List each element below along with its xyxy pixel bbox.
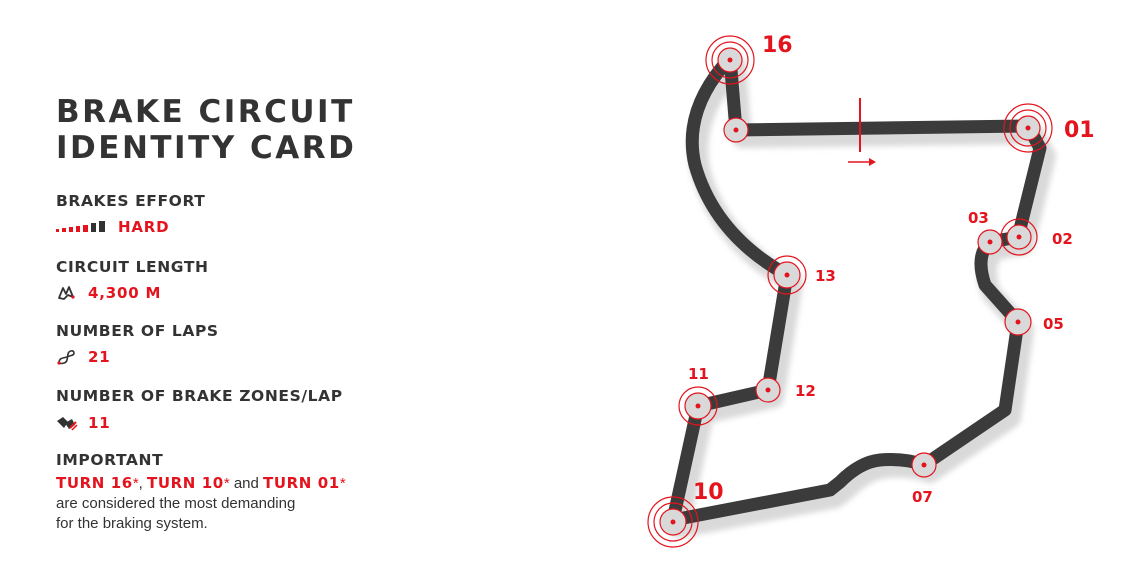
important-turn-10: TURN 10	[147, 474, 224, 492]
important-turn-16: TURN 16	[56, 474, 133, 492]
turn-marker-07	[911, 452, 937, 478]
turn-marker-03	[977, 229, 1003, 255]
laps-value: 21	[88, 348, 111, 366]
turn-marker-05	[1004, 308, 1032, 336]
turn-label-03: 03	[968, 209, 989, 227]
brake-effort-bars-icon	[56, 221, 105, 232]
brake-zones-value: 11	[88, 414, 111, 432]
important-star-3: *	[339, 475, 346, 492]
turn-label-16: 16	[762, 33, 793, 58]
track-outline	[666, 51, 1047, 527]
important-star-2: *	[223, 475, 230, 492]
turn-label-02: 02	[1052, 230, 1073, 248]
important-line-3: for the braking system.	[56, 515, 208, 532]
laps-loop-icon	[57, 350, 75, 365]
laps-label: NUMBER OF LAPS	[56, 322, 219, 340]
brakes-effort-label: BRAKES EFFORT	[56, 192, 206, 210]
brake-zones-icon	[57, 417, 78, 431]
brake-zones-label: NUMBER OF BRAKE ZONES/LAP	[56, 387, 343, 405]
important-line-1: TURN 16*, TURN 10* and TURN 01*	[56, 473, 346, 494]
turn-label-10: 10	[693, 480, 724, 505]
important-sep-2: and	[229, 475, 264, 492]
brakes-effort-value: HARD	[118, 218, 170, 236]
circuit-length-row: 4,300 M	[56, 284, 161, 302]
important-line-2: are considered the most demanding	[56, 495, 296, 512]
turn-label-12: 12	[795, 382, 816, 400]
turn-marker-02	[1000, 218, 1038, 256]
identity-card-panel: BRAKE CIRCUIT IDENTITY CARD BRAKES EFFOR…	[56, 94, 436, 532]
turn-marker-16	[705, 35, 755, 85]
turn-marker-11	[678, 386, 718, 426]
circuit-length-label: CIRCUIT LENGTH	[56, 258, 209, 276]
card-title-line-2: IDENTITY CARD	[56, 130, 357, 166]
direction-arrow-icon	[848, 158, 876, 166]
important-label: IMPORTANT	[56, 451, 164, 469]
important-star-1: *	[132, 475, 139, 492]
important-note: TURN 16*, TURN 10* and TURN 01* are cons…	[56, 473, 346, 534]
track-length-icon	[58, 286, 75, 300]
brake-zones-row: 11	[56, 414, 110, 432]
card-title-line-1: BRAKE CIRCUIT	[56, 94, 355, 130]
turn-label-05: 05	[1043, 315, 1064, 333]
turn-marker-01	[1003, 103, 1053, 153]
brakes-effort-row: HARD	[56, 218, 169, 236]
turn-label-11: 11	[688, 365, 709, 383]
important-sep-1: ,	[138, 475, 147, 492]
turn-marker-16b	[723, 117, 749, 143]
turn-marker-13	[767, 255, 807, 295]
turn-label-01: 01	[1064, 118, 1095, 143]
turn-label-13: 13	[815, 267, 836, 285]
important-turn-01: TURN 01	[263, 474, 340, 492]
turn-marker-10	[647, 496, 699, 548]
circuit-length-value: 4,300 M	[88, 284, 162, 302]
turn-label-07: 07	[912, 488, 933, 506]
laps-row: 21	[56, 348, 110, 366]
turn-marker-12	[755, 377, 781, 403]
card-title: BRAKE CIRCUIT IDENTITY CARD	[56, 94, 436, 166]
